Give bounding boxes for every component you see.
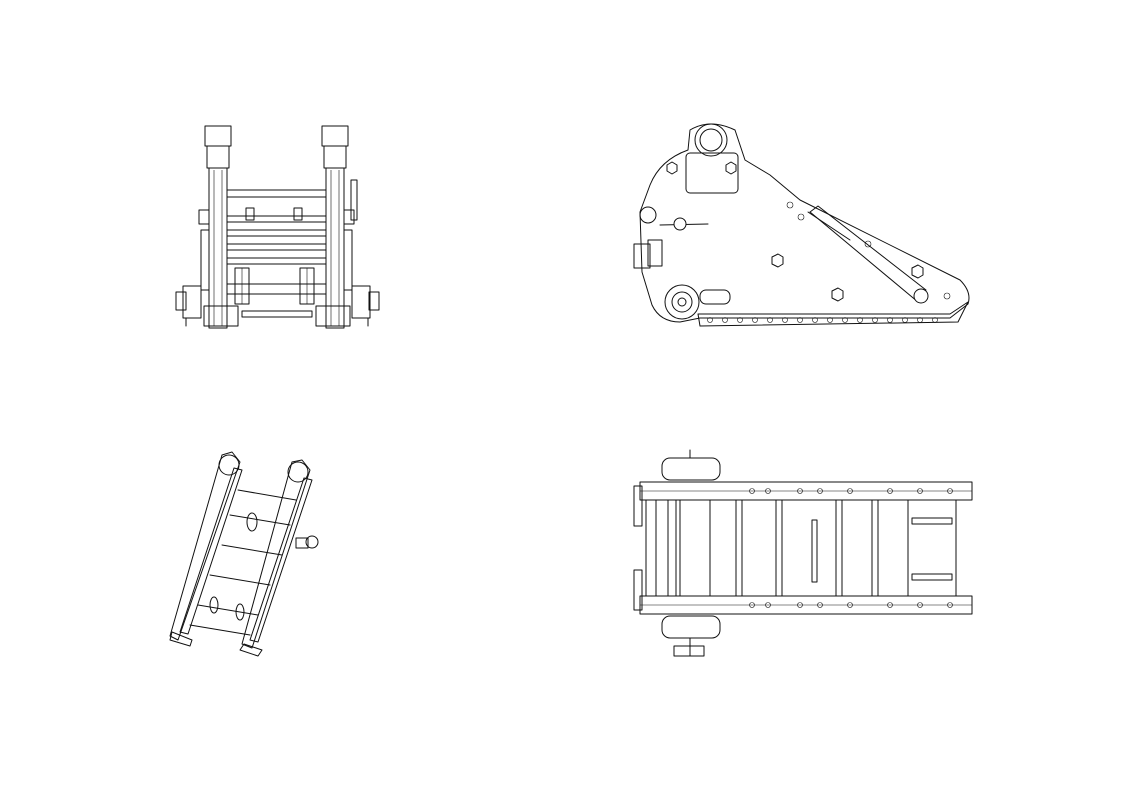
isometric-view-drawing (169, 451, 319, 657)
side-view-drawing (633, 123, 970, 327)
track-rivets (707, 317, 938, 323)
top-rail-rivets (749, 488, 953, 608)
front-view-drawing (175, 125, 380, 329)
top-view-drawing (633, 449, 973, 657)
